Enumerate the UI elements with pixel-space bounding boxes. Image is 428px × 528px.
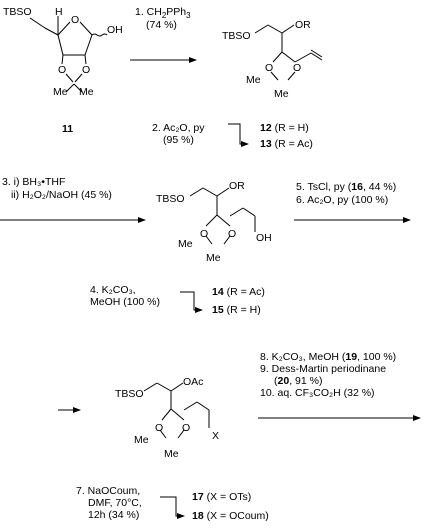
alcohol-me2-label: Me bbox=[206, 252, 221, 264]
step7-line2: DMF, 70°C, bbox=[88, 497, 142, 509]
step10-reagent: 10. aq. CF₃CO₂H (32 %) bbox=[260, 387, 375, 399]
c11-h-label: H bbox=[55, 6, 63, 18]
alcohol-o1-label: O bbox=[200, 228, 209, 240]
bracket-arrow-17-18 bbox=[160, 496, 185, 519]
acetate-me2-label: Me bbox=[164, 448, 179, 460]
alkene-structure bbox=[254, 24, 323, 81]
step5-reagent: 5. TsCl, py (16, 44 %) bbox=[296, 181, 397, 193]
product-14-label: 14 (R = Ac) bbox=[212, 286, 265, 298]
step2-reagent: 2. Ac₂O, py bbox=[152, 122, 205, 134]
acetate-structure bbox=[143, 382, 210, 439]
acetate-me1-label: Me bbox=[134, 434, 149, 446]
alkene-o2-label: O bbox=[293, 62, 302, 74]
alcohol-oh-label: OH bbox=[256, 232, 272, 244]
c11-me2-label: Me bbox=[79, 86, 94, 98]
acetate-x-label: X bbox=[212, 430, 220, 442]
c11-ring-o-label: O bbox=[71, 14, 80, 26]
product-13-label: 13 (R = Ac) bbox=[260, 138, 313, 150]
alkene-me1-label: Me bbox=[246, 74, 261, 86]
product-15-label: 15 (R = H) bbox=[212, 304, 261, 316]
c11-o2-label: O bbox=[82, 64, 91, 76]
product-17-label: 17 (X = OTs) bbox=[192, 491, 252, 503]
c11-o1-label: O bbox=[58, 64, 67, 76]
step1-yield: (74 %) bbox=[146, 19, 177, 31]
acetate-tbso-label: TBSO bbox=[115, 388, 144, 400]
alkene-or-label: OR bbox=[295, 19, 311, 31]
compound-11-number: 11 bbox=[62, 123, 74, 135]
c11-tbso-label: TBSO bbox=[3, 6, 32, 18]
step4-line1: 4. K₂CO₃, bbox=[90, 284, 136, 296]
alcohol-or-label: OR bbox=[229, 180, 245, 192]
bracket-arrow-12-13 bbox=[228, 123, 249, 147]
acetate-oac-label: OAc bbox=[183, 376, 204, 388]
bracket-arrow-14-15 bbox=[180, 291, 203, 313]
acetate-o1-label: O bbox=[155, 422, 164, 434]
step1-reagent: 1. CH2PPh3 bbox=[135, 6, 191, 21]
step4-line2: MeOH (100 %) bbox=[90, 296, 161, 308]
alkene-tbso-label: TBSO bbox=[222, 30, 251, 42]
alcohol-structure bbox=[189, 187, 256, 245]
step7-line1: 7. NaOCoum, bbox=[76, 485, 141, 497]
step6-reagent: 6. Ac₂O, py (100 %) bbox=[296, 194, 389, 206]
c11-oh-label: OH bbox=[107, 24, 123, 36]
c11-me1-label: Me bbox=[53, 86, 68, 98]
step2-yield: (95 %) bbox=[163, 134, 194, 146]
step9-reagent: 9. Dess-Martin periodinane bbox=[260, 363, 387, 375]
step3-line2: ii) H₂O₂/NaOH (45 %) bbox=[11, 189, 112, 201]
step7-line3: 12h (34 %) bbox=[88, 509, 140, 521]
acetate-o2-label: O bbox=[182, 422, 191, 434]
alcohol-o2-label: O bbox=[228, 228, 237, 240]
alkene-me2-label: Me bbox=[274, 88, 289, 100]
product-18-label: 18 (X = OCoum) bbox=[192, 510, 269, 522]
step3-line1: 3. i) BH₃•THF bbox=[2, 176, 66, 188]
step9-yield: (20, 91 %) bbox=[274, 375, 323, 387]
product-12-label: 12 (R = H) bbox=[260, 122, 309, 134]
compound-11-structure bbox=[29, 16, 108, 93]
alkene-o1-label: O bbox=[265, 62, 274, 74]
alcohol-me1-label: Me bbox=[178, 238, 193, 250]
step8-reagent: 8. K₂CO₃, MeOH (19, 100 %) bbox=[260, 351, 397, 363]
alcohol-tbso-label: TBSO bbox=[156, 193, 185, 205]
